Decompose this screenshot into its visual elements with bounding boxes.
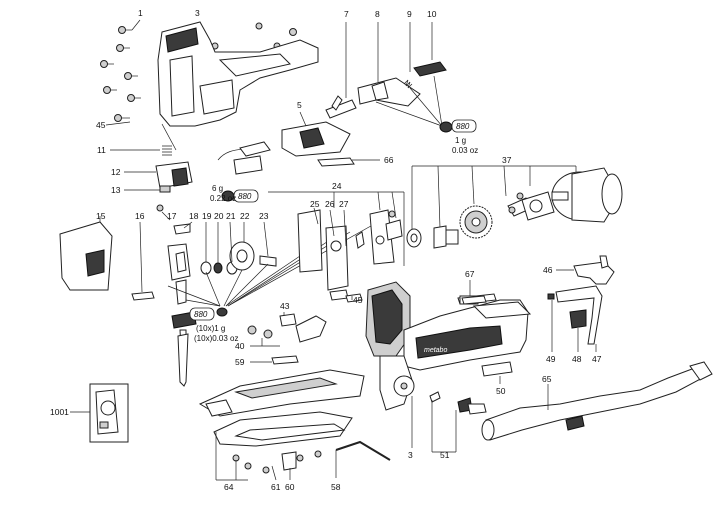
label-61: 61 — [271, 482, 281, 492]
knob-51 — [411, 391, 487, 453]
base-plate — [198, 369, 365, 481]
label-67: 67 — [465, 269, 475, 279]
label-5: 5 — [297, 100, 302, 110]
label-25: 25 — [310, 199, 320, 209]
label-18: 18 — [189, 211, 199, 221]
badge-2-code: 880 — [238, 192, 252, 201]
label-23: 23 — [259, 211, 269, 221]
label-64: 64 — [224, 482, 234, 492]
label-9: 9 — [407, 9, 412, 19]
label-12: 12 — [111, 167, 121, 177]
badge-1-qty2: 0.03 oz — [452, 146, 478, 155]
label-3-top: 3 — [195, 8, 200, 18]
label-40: 40 — [235, 341, 245, 351]
spring-11 — [110, 145, 172, 156]
label-43: 43 — [280, 301, 290, 311]
label-22: 22 — [240, 211, 250, 221]
label-16: 16 — [135, 211, 145, 221]
badge-2-qty2: 0.22 oz — [210, 194, 236, 203]
allen-key-58 — [335, 440, 391, 478]
grease-badge-2: 880 6 g 0.22 oz — [210, 184, 259, 203]
label-46: 46 — [543, 265, 553, 275]
brand-logo-text: metabo — [424, 347, 447, 354]
part-12 — [124, 161, 193, 189]
label-50: 50 — [496, 386, 506, 396]
gear-plates-24-27 — [297, 207, 403, 303]
plunger-18 — [167, 221, 197, 387]
part-48 — [569, 309, 587, 352]
badge-3-qty2: (10x)0.03 oz — [194, 334, 238, 343]
badge-1-code: 880 — [456, 122, 470, 131]
label-plate-66 — [317, 157, 380, 167]
screw-17 — [156, 204, 171, 221]
label-47: 47 — [592, 354, 602, 364]
label-1: 1 — [138, 8, 143, 18]
label-20: 20 — [214, 211, 224, 221]
motor-gear-assembly-37 — [406, 167, 623, 249]
label-45-mid: 45 — [353, 295, 363, 305]
spring-9 — [403, 22, 413, 89]
label-65: 65 — [542, 374, 552, 384]
label-17: 17 — [167, 211, 177, 221]
label-10: 10 — [427, 9, 437, 19]
label-27: 27 — [339, 199, 349, 209]
label-3-bottom: 3 — [408, 450, 413, 460]
label-59: 59 — [235, 357, 245, 367]
lever-46 — [556, 255, 615, 285]
label-7: 7 — [344, 9, 349, 19]
main-housing: metabo — [365, 281, 532, 411]
label-51: 51 — [440, 450, 450, 460]
label-plate-67 — [461, 280, 487, 305]
suction-hose-65 — [481, 361, 713, 441]
label-49: 49 — [546, 354, 556, 364]
grease-badge-1: 880 1 g 0.03 oz — [375, 75, 478, 155]
label-60: 60 — [285, 482, 295, 492]
guide-parts-40-43-59 — [247, 312, 327, 365]
spring-49 — [547, 285, 603, 352]
label-15: 15 — [96, 211, 106, 221]
part-7 — [325, 22, 357, 119]
label-1001: 1001 — [50, 407, 69, 417]
button-10 — [413, 22, 447, 77]
screw-set-1 — [100, 19, 297, 122]
label-13: 13 — [111, 185, 121, 195]
inset-1001 — [70, 383, 129, 443]
label-19: 19 — [202, 211, 212, 221]
label-66: 66 — [384, 155, 394, 165]
switch-module-5 — [217, 111, 351, 175]
cover-15 — [59, 216, 113, 291]
badge-1-qty: 1 g — [455, 136, 466, 145]
label-24: 24 — [332, 181, 342, 191]
label-45-top: 45 — [96, 120, 106, 130]
label-plate-50 — [481, 361, 513, 384]
housing-half-3 — [157, 21, 319, 151]
part-number-labels: 1 3 7 8 9 10 45 5 11 12 13 66 24 37 15 1… — [50, 8, 602, 492]
label-26: 26 — [325, 199, 335, 209]
label-21: 21 — [226, 211, 236, 221]
badge-2-qty: 6 g — [212, 184, 223, 193]
grease-badge-3: 880 (10x)1 g (10x)0.03 oz — [167, 221, 379, 343]
leader-37 — [411, 165, 577, 232]
label-58: 58 — [331, 482, 341, 492]
pin-16 — [131, 221, 155, 301]
bearing-parts-19-23 — [200, 221, 277, 275]
label-37: 37 — [502, 155, 512, 165]
badge-3-qty: (10x)1 g — [196, 324, 225, 333]
screw-13 — [124, 185, 171, 193]
part-8 — [357, 22, 421, 107]
label-48: 48 — [572, 354, 582, 364]
label-8: 8 — [375, 9, 380, 19]
badge-3-code: 880 — [194, 310, 208, 319]
label-11: 11 — [97, 145, 106, 155]
